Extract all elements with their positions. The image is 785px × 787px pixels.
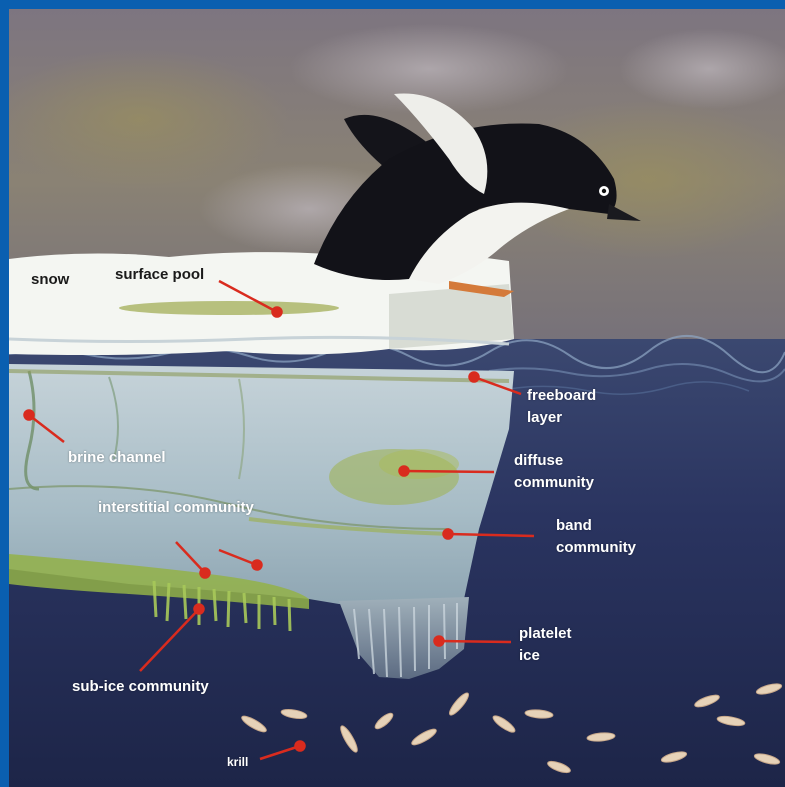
label-band-line2: community bbox=[556, 537, 636, 559]
label-brine-channel: brine channel bbox=[68, 447, 166, 469]
label-freeboard-line2: layer bbox=[527, 407, 596, 429]
label-diffuse-community: diffuse community bbox=[514, 450, 594, 494]
label-surface-pool: surface pool bbox=[115, 264, 204, 286]
leader-dot-platelet bbox=[435, 637, 444, 646]
label-snow: snow bbox=[31, 269, 69, 291]
label-diffuse-line2: community bbox=[514, 472, 594, 494]
label-interstitial-community: interstitial community bbox=[98, 497, 254, 519]
label-diffuse-line1: diffuse bbox=[514, 450, 594, 472]
label-platelet-line2: ice bbox=[519, 645, 572, 667]
leader-dot-surface-pool bbox=[273, 308, 282, 317]
leader-dot-diffuse bbox=[400, 467, 409, 476]
label-freeboard-layer: freeboard layer bbox=[527, 385, 596, 429]
penguin-eye bbox=[602, 189, 606, 193]
surface-pool bbox=[119, 301, 339, 315]
sea-ice-illustration: snow surface pool freeboard layer brine … bbox=[9, 9, 785, 787]
leader-platelet bbox=[439, 641, 511, 642]
diffuse-algae-patch bbox=[379, 449, 459, 479]
leader-dot-brine-channel bbox=[25, 411, 34, 420]
label-platelet-line1: platelet bbox=[519, 623, 572, 645]
scene-svg bbox=[9, 9, 785, 787]
leader-dot-freeboard bbox=[470, 373, 479, 382]
label-band-line1: band bbox=[556, 515, 636, 537]
leader-dot-interstitial-1 bbox=[201, 569, 210, 578]
label-krill: krill bbox=[227, 751, 248, 773]
label-platelet-ice: platelet ice bbox=[519, 623, 572, 667]
leader-diffuse bbox=[404, 471, 494, 472]
label-freeboard-line1: freeboard bbox=[527, 385, 596, 407]
leader-dot-krill bbox=[296, 742, 305, 751]
leader-dot-band bbox=[444, 530, 453, 539]
leader-dot-interstitial-2 bbox=[253, 561, 262, 570]
leader-dot-sub-ice bbox=[195, 605, 204, 614]
label-band-community: band community bbox=[556, 515, 636, 559]
label-sub-ice-community: sub-ice community bbox=[72, 676, 209, 698]
